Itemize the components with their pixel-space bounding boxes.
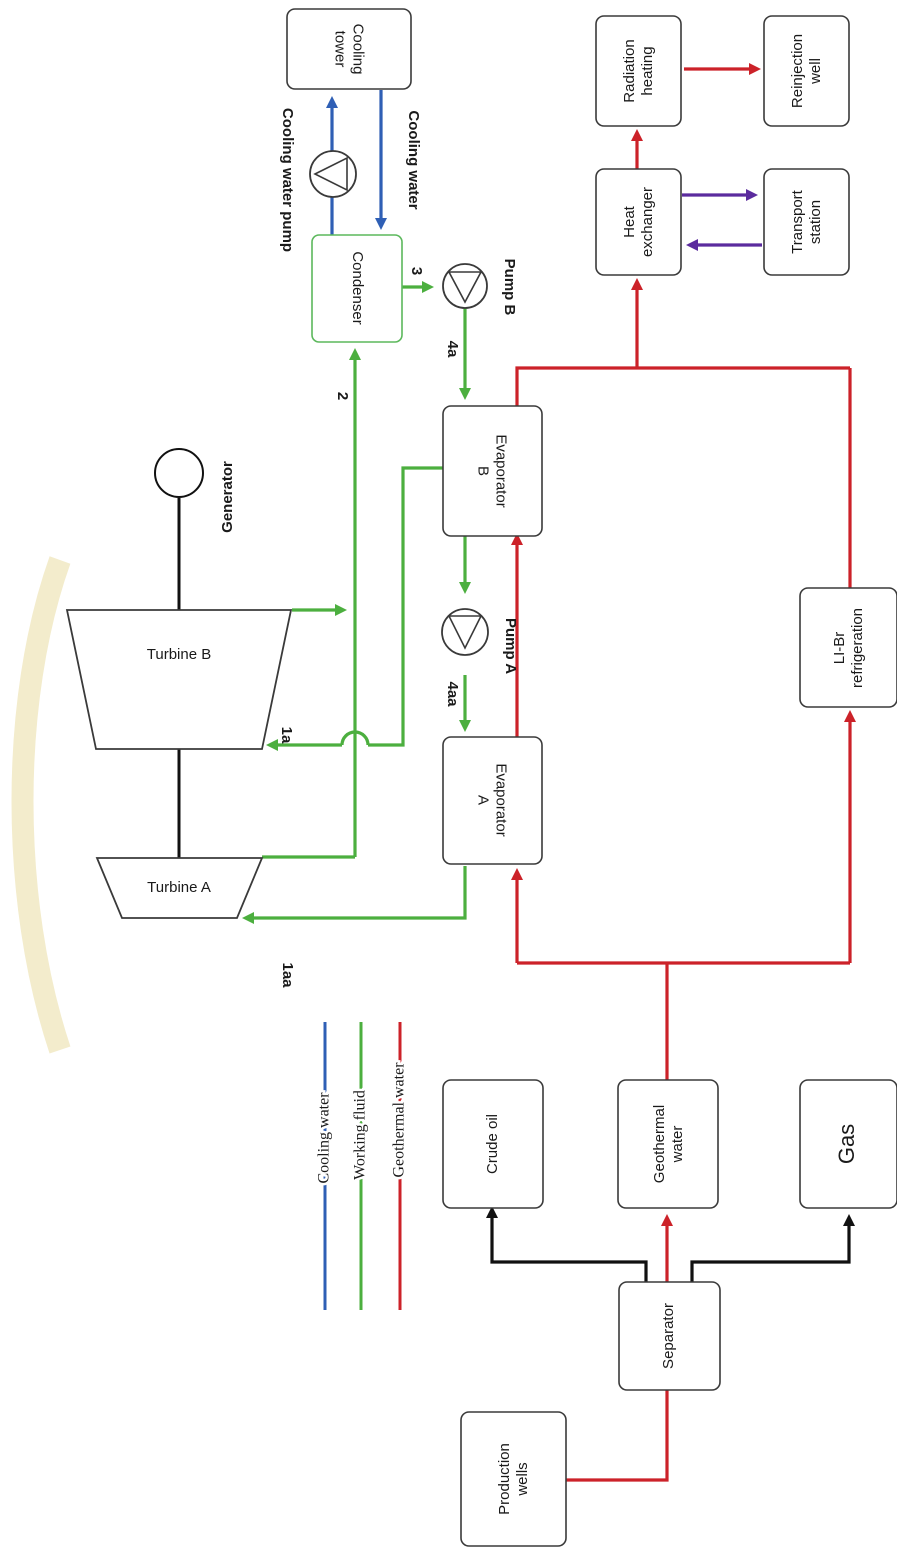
legend: Cooling water Working fluid Geothermal w…	[313, 1022, 410, 1310]
watermark-arc	[11, 556, 71, 1054]
geothermal-water-pipes	[511, 63, 856, 1482]
cooling-water-pump-label: Cooling water pump	[279, 108, 296, 252]
turbine-a[interactable]: Turbine A	[95, 857, 264, 919]
reinjection-well-box[interactable]: Reinjectionwell	[763, 15, 850, 127]
geothermal-water-box[interactable]: Geothermalwater	[617, 1079, 719, 1209]
cooling-water-pump-icon	[309, 150, 357, 198]
state-point-4a: 4a	[444, 341, 461, 358]
generator-label: Generator	[219, 461, 236, 533]
turbine-b-shape	[65, 609, 293, 750]
pump-a[interactable]	[441, 608, 489, 656]
legend-label-cooling-water: Cooling water	[316, 1092, 333, 1184]
libr-refrigeration-box[interactable]: LI-Brrefrigeration	[799, 587, 897, 708]
production-wells-label: Productionwells	[496, 1443, 531, 1515]
evaporator-a-box[interactable]: EvaporatorA	[442, 736, 543, 865]
pump-a-icon	[441, 608, 489, 656]
condenser-label: Condenser	[349, 251, 366, 324]
state-point-1aa: 1aa	[279, 962, 296, 988]
cooling-water-pump[interactable]	[309, 150, 357, 198]
transport-station-box[interactable]: Transportstation	[763, 168, 850, 276]
radiation-heating-box[interactable]: Radiationheating	[595, 15, 682, 127]
turbine-b-label: Turbine B	[147, 646, 211, 663]
heat-exchanger-label: Heatexchanger	[621, 187, 656, 257]
gas-box[interactable]: Gas	[799, 1079, 897, 1209]
pump-b-label: Pump B	[501, 259, 518, 316]
transport-loop-pipes	[682, 189, 762, 251]
evaporator-b-label: EvaporatorB	[474, 434, 509, 507]
reinjection-well-label: Reinjectionwell	[789, 34, 824, 108]
separator-box[interactable]: Separator	[618, 1281, 721, 1391]
turbine-a-label: Turbine A	[147, 879, 211, 896]
legend-item-cooling-water: Cooling water	[313, 1022, 335, 1310]
legend-item-working-fluid: Working fluid	[349, 1022, 371, 1310]
transport-station-label: Transportstation	[789, 189, 824, 253]
gas-label: Gas	[834, 1124, 859, 1164]
working-fluid-pipes	[242, 281, 471, 924]
heat-exchanger-box[interactable]: Heatexchanger	[595, 168, 682, 276]
pump-b[interactable]	[442, 263, 488, 309]
cooling-tower-box[interactable]: Coolingtower	[286, 8, 412, 90]
state-point-1a: 1a	[278, 727, 295, 744]
cooling-water-label: Cooling water	[405, 110, 422, 209]
crude-oil-label: Crude oil	[484, 1114, 501, 1174]
cooling-water-pipes	[326, 90, 387, 236]
pump-a-label: Pump A	[502, 618, 519, 674]
cooling-tower-label: Coolingtower	[331, 24, 366, 75]
geothermal-water-label: Geothermalwater	[651, 1105, 686, 1183]
evaporator-a-label: EvaporatorA	[474, 763, 509, 836]
pump-b-icon	[442, 263, 488, 309]
state-point-4aa: 4aa	[444, 681, 461, 707]
turbine-a-shape	[95, 857, 264, 919]
production-wells-box[interactable]: Productionwells	[460, 1411, 567, 1547]
state-point-2: 2	[334, 392, 351, 400]
libr-refrigeration-label: LI-Brrefrigeration	[831, 608, 866, 688]
crude-oil-box[interactable]: Crude oil	[442, 1079, 544, 1209]
generator-icon	[154, 448, 204, 498]
state-point-3: 3	[408, 267, 425, 275]
legend-item-geothermal-water: Geothermal water	[388, 1022, 410, 1310]
condenser-box[interactable]: Condenser	[311, 234, 403, 343]
evaporator-b-box[interactable]: EvaporatorB	[442, 405, 543, 537]
separator-label: Separator	[660, 1303, 677, 1369]
radiation-heating-label: Radiationheating	[621, 39, 656, 102]
legend-label-working-fluid: Working fluid	[352, 1090, 369, 1180]
oil-gas-pipes	[486, 1206, 855, 1282]
turbine-b[interactable]: Turbine B	[65, 609, 293, 750]
legend-label-geothermal-water: Geothermal water	[391, 1062, 408, 1178]
